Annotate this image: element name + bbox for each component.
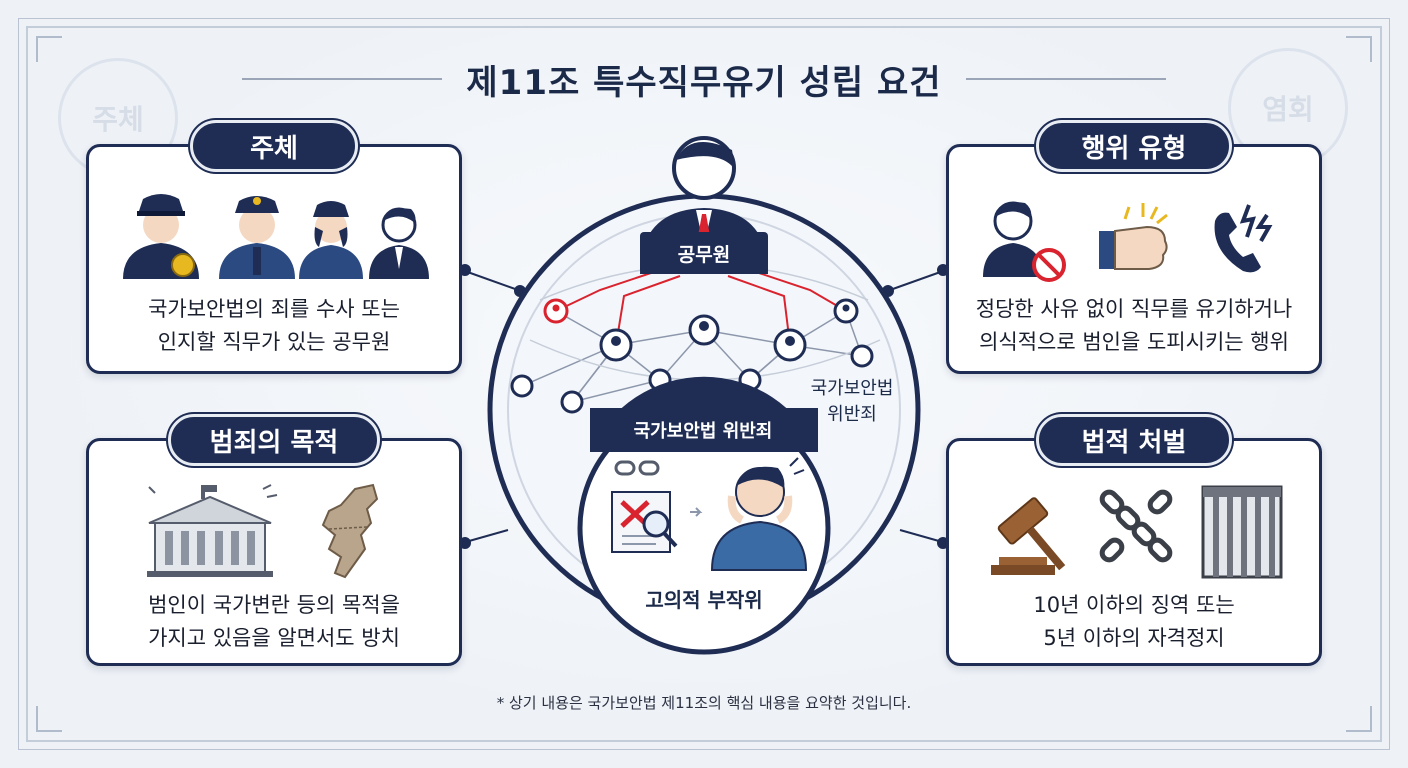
title-divider	[242, 78, 443, 80]
subject-card: 국가보안법의 죄를 수사 또는 인지할 직무가 있는 공무원	[86, 144, 462, 374]
subject-heading: 주체	[190, 120, 358, 172]
purpose-description: 범인이 국가변란 등의 목적을 가지고 있음을 알면서도 방치	[89, 589, 459, 655]
fist-icon	[1099, 203, 1168, 270]
action-text-line: 의식적으로 범인을 도피시키는 행위	[979, 330, 1289, 354]
prison-bars-icon	[1201, 485, 1283, 579]
chains-icon	[1099, 489, 1173, 563]
distressed-person-icon	[710, 457, 808, 571]
watermark-text: 염회	[1262, 93, 1314, 126]
footnote: * 상기 내용은 국가보안법 제11조의 핵심 내용을 요약한 것입니다.	[496, 694, 912, 712]
building-map-icon	[147, 483, 379, 579]
government-building-icon	[147, 484, 278, 577]
watermark-text: 주체	[92, 103, 144, 136]
action-description: 정당한 사유 없이 직무를 유기하거나 의식적으로 범인을 도피시키는 행위	[949, 293, 1319, 359]
connector-line	[889, 269, 947, 291]
penalty-text-line: 5년 이하의 자격정지	[1043, 626, 1225, 650]
purpose-text-line: 범인이 국가변란 등의 목적을	[148, 593, 400, 617]
corner-ornament	[1346, 36, 1372, 62]
purpose-text-line: 가지고 있음을 알면서도 방치	[148, 626, 400, 650]
document-icon	[611, 460, 703, 553]
gavel-icon	[991, 497, 1066, 575]
violation-label-line: 국가보안법	[810, 378, 894, 399]
penalty-heading: 법적 처벌	[1036, 414, 1232, 466]
official-label: 공무원	[640, 232, 768, 274]
inner-banner-label: 국가보안법 위반죄	[633, 421, 773, 442]
corner-ornament	[36, 706, 62, 732]
purpose-heading: 범죄의 목적	[168, 414, 380, 466]
action-heading: 행위 유형	[1036, 120, 1232, 172]
title-bar: 제11조 특수직무유기 성립 요건	[0, 54, 1408, 104]
intentional-omission-label: 고의적 부작위	[645, 588, 763, 612]
corner-ornament	[36, 36, 62, 62]
violation-side-label: 국가보안법 위반죄	[800, 376, 904, 428]
penalty-icons	[991, 485, 1283, 579]
violation-label-line: 위반죄	[827, 404, 877, 425]
red-links	[555, 269, 847, 346]
penalty-card: 10년 이하의 징역 또는 5년 이하의 자격정지	[946, 438, 1322, 666]
network-nodes	[510, 298, 874, 414]
official-refusal-icon	[983, 201, 1066, 282]
outer-frame	[18, 18, 1390, 750]
korea-map-icon	[321, 483, 379, 579]
subject-text-line: 인지할 직무가 있는 공무원	[157, 330, 391, 354]
title-divider	[965, 78, 1166, 80]
page-title: 제11조 특수직무유기 성립 요건	[466, 62, 942, 103]
corner-ornament	[1346, 706, 1372, 732]
subject-description: 국가보안법의 죄를 수사 또는 인지할 직무가 있는 공무원	[89, 293, 459, 359]
purpose-card: 범인이 국가변란 등의 목적을 가지고 있음을 알면서도 방치	[86, 438, 462, 666]
phone-alert-icon	[1214, 204, 1273, 273]
action-card: 정당한 사유 없이 직무를 유기하거나 의식적으로 범인을 도피시키는 행위	[946, 144, 1322, 374]
connector-line	[461, 269, 519, 291]
officers-icon	[123, 194, 429, 279]
penalty-text-line: 10년 이하의 징역 또는	[1033, 593, 1235, 617]
penalty-description: 10년 이하의 징역 또는 5년 이하의 자격정지	[949, 589, 1319, 655]
action-icons	[983, 201, 1273, 282]
subject-text-line: 국가보안법의 죄를 수사 또는	[148, 297, 400, 321]
action-text-line: 정당한 사유 없이 직무를 유기하거나	[975, 297, 1293, 321]
inner-banner-rect	[590, 408, 818, 452]
